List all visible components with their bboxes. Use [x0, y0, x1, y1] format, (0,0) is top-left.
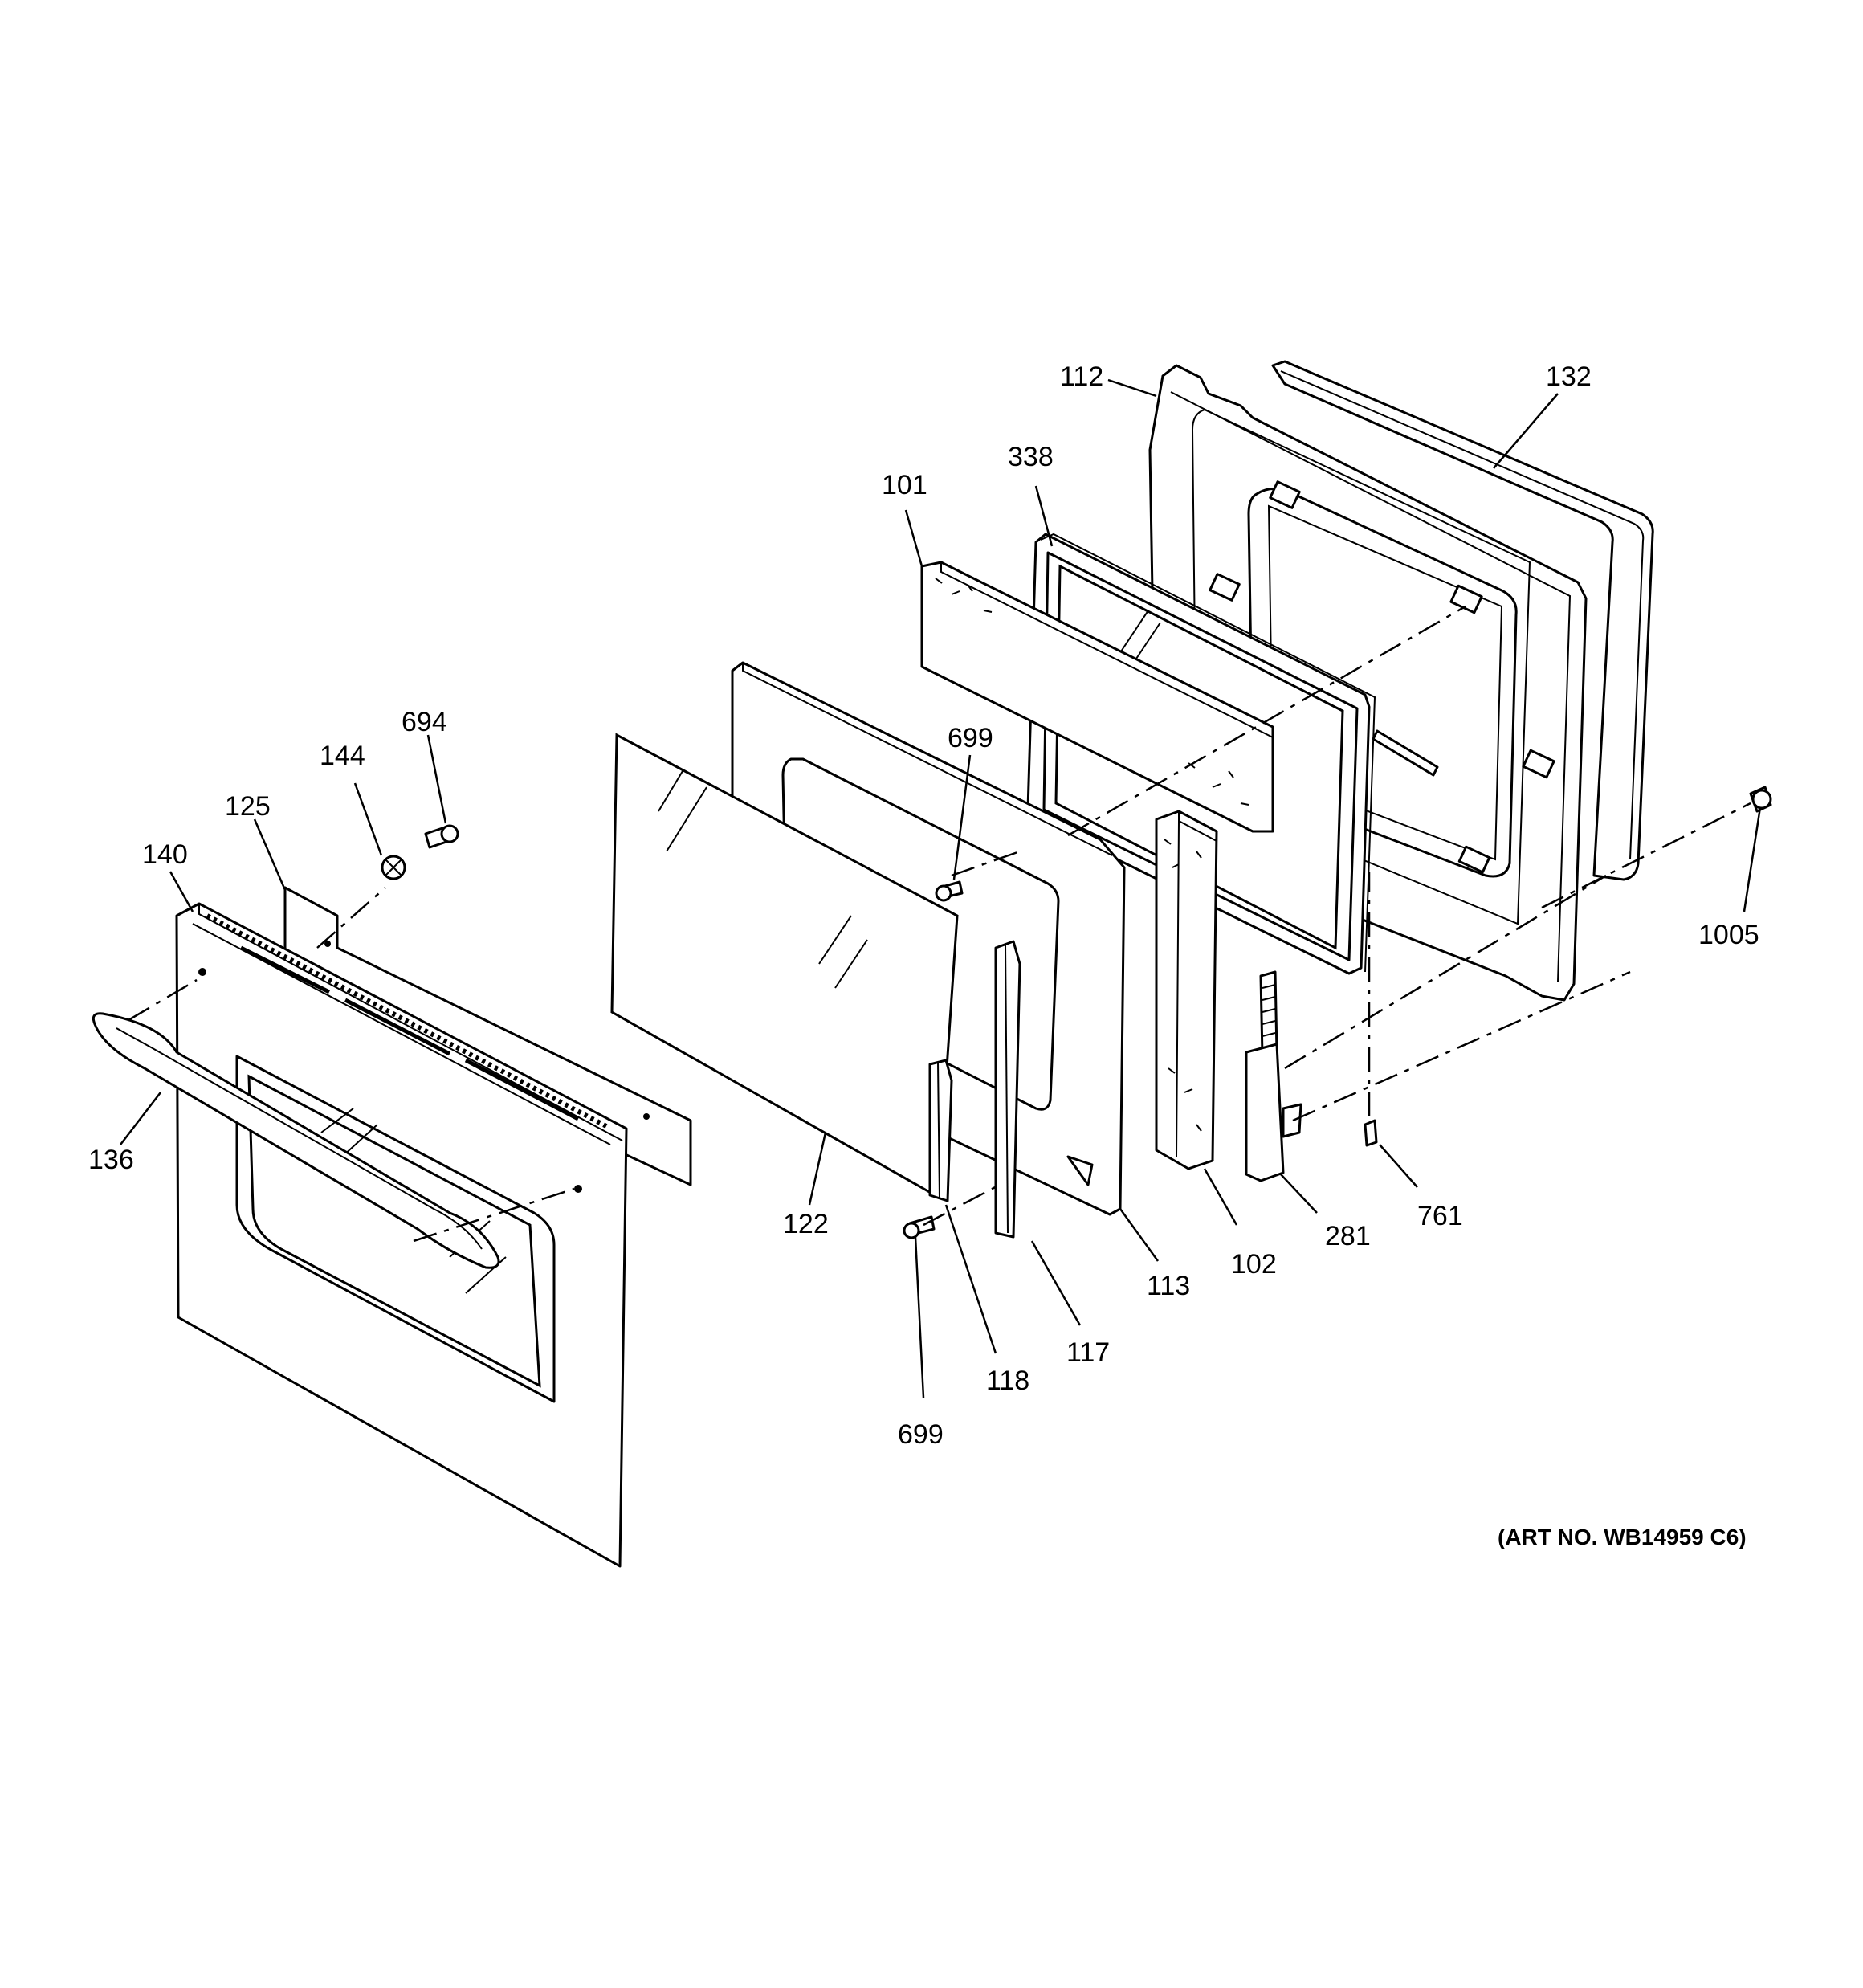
label-699-bottom: 699 — [898, 1419, 944, 1450]
screw-761 — [1364, 1119, 1378, 1147]
door-channel-right — [994, 940, 1021, 1239]
bumper-144 — [381, 855, 406, 880]
door-gasket — [1271, 360, 1654, 881]
door-channel-left — [928, 1059, 953, 1202]
label-140: 140 — [142, 839, 188, 870]
label-101: 101 — [882, 470, 927, 500]
label-699-top: 699 — [948, 723, 993, 753]
screw-699-bottom — [903, 1215, 936, 1239]
label-338: 338 — [1008, 442, 1054, 472]
assembly-lines — [128, 605, 1751, 1243]
label-281: 281 — [1325, 1221, 1371, 1251]
label-694: 694 — [402, 707, 447, 737]
label-1005: 1005 — [1698, 920, 1759, 950]
screw-694 — [424, 824, 459, 849]
screw-699-top — [935, 880, 964, 902]
label-761: 761 — [1417, 1201, 1463, 1231]
art-number: (ART NO. WB14959 C6) — [1498, 1525, 1747, 1549]
label-112: 112 — [1060, 361, 1103, 392]
label-144: 144 — [320, 741, 365, 771]
part-labels: 112 132 338 101 694 144 125 140 699 1005… — [88, 361, 1759, 1450]
label-102: 102 — [1231, 1249, 1277, 1280]
leader-lines — [120, 378, 1762, 1398]
label-125: 125 — [225, 791, 271, 822]
door-hinge — [1245, 970, 1302, 1182]
label-118: 118 — [986, 1365, 1029, 1396]
label-122: 122 — [783, 1209, 829, 1239]
door-handle — [92, 1012, 500, 1269]
label-136: 136 — [88, 1145, 134, 1175]
screw-1005 — [1749, 786, 1772, 813]
label-117: 117 — [1066, 1337, 1110, 1368]
insulation-side — [1155, 810, 1218, 1170]
label-113: 113 — [1147, 1271, 1190, 1301]
insulation-top — [920, 561, 1274, 833]
label-132: 132 — [1546, 361, 1592, 392]
